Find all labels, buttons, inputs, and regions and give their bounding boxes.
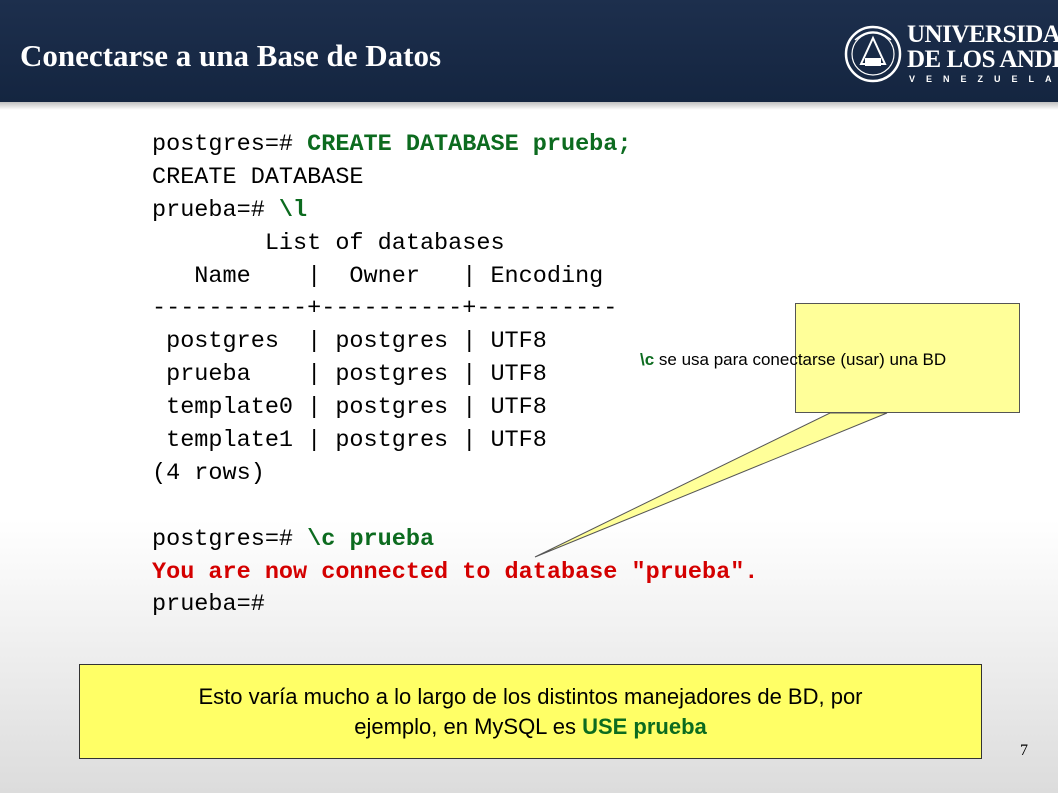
logo-line-3: VENEZUELA xyxy=(909,74,1058,84)
slide-header: Conectarse a una Base de Datos UNIVERSID… xyxy=(0,0,1058,102)
sql-command: CREATE DATABASE prueba; xyxy=(307,131,632,158)
terminal-line: List of databases xyxy=(152,229,505,257)
terminal-line: postgres=# CREATE DATABASE prueba; xyxy=(152,131,632,158)
note-line-1: Esto varía mucho a lo largo de los disti… xyxy=(198,683,863,709)
slide-title: Conectarse a una Base de Datos xyxy=(20,38,442,73)
university-seal-icon xyxy=(844,25,902,83)
sql-command: \c prueba xyxy=(307,525,435,553)
note-box: Esto varía mucho a lo largo de los disti… xyxy=(79,664,982,759)
note-line-2: ejemplo, en MySQL es USE prueba xyxy=(354,713,707,739)
table-row: prueba | postgres | UTF8 xyxy=(152,361,547,389)
table-row: template0 | postgres | UTF8 xyxy=(152,394,547,422)
callout-box xyxy=(795,303,1020,413)
note-keyword: USE prueba xyxy=(582,713,707,739)
table-separator: -----------+----------+---------- xyxy=(152,295,618,323)
callout-keyword: \c xyxy=(640,350,655,369)
terminal-output: postgres=# CREATE DATABASE prueba; CREAT… xyxy=(152,129,758,622)
blank-line xyxy=(152,491,758,524)
table-row: template1 | postgres | UTF8 xyxy=(152,427,547,455)
terminal-line: prueba=# \l xyxy=(152,196,308,224)
sql-command: \l xyxy=(278,196,308,224)
terminal-line: CREATE DATABASE xyxy=(152,163,364,191)
page-number: 7 xyxy=(1020,742,1028,759)
connected-message: You are now connected to database "prueb… xyxy=(152,558,759,586)
header-shadow xyxy=(0,102,1058,110)
terminal-line: prueba=# xyxy=(152,591,265,619)
table-row: postgres | postgres | UTF8 xyxy=(152,328,547,356)
row-count: (4 rows) xyxy=(152,459,265,487)
table-header: Name | Owner | Encoding xyxy=(152,262,604,290)
logo-line-2: DE LOS ANDES xyxy=(907,46,1058,73)
terminal-line: postgres=# \c prueba xyxy=(152,525,435,553)
callout-text: \c se usa para conectarse (usar) una BD xyxy=(640,350,947,369)
